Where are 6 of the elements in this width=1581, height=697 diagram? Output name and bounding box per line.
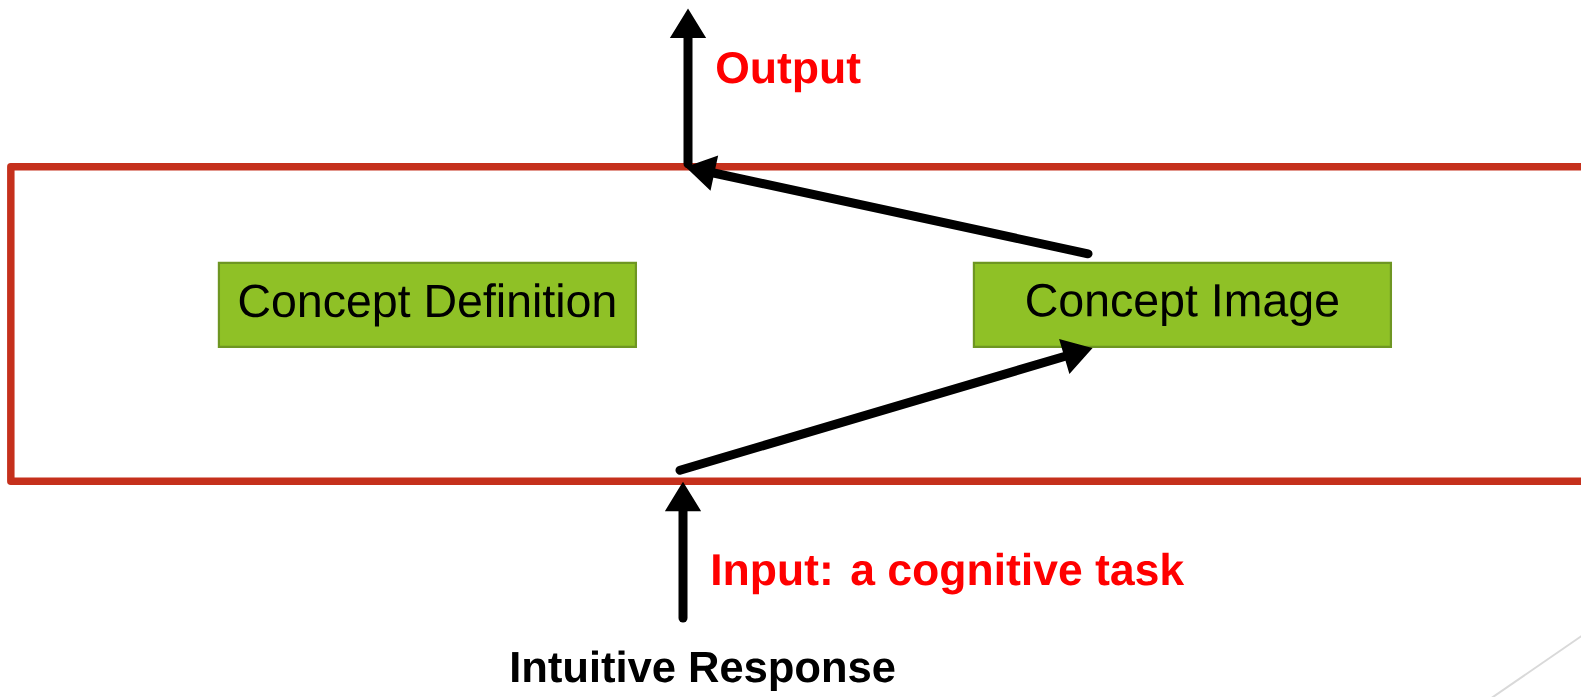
edge-label: Output — [717, 51, 861, 93]
concept-box: Concept Image — [972, 261, 1392, 348]
edge-label: Input: a cognitive task — [713, 552, 1185, 595]
frame-box — [7, 163, 1581, 485]
concept-box: Concept Definition — [217, 261, 637, 348]
caption: Intuitive Response — [512, 650, 895, 692]
